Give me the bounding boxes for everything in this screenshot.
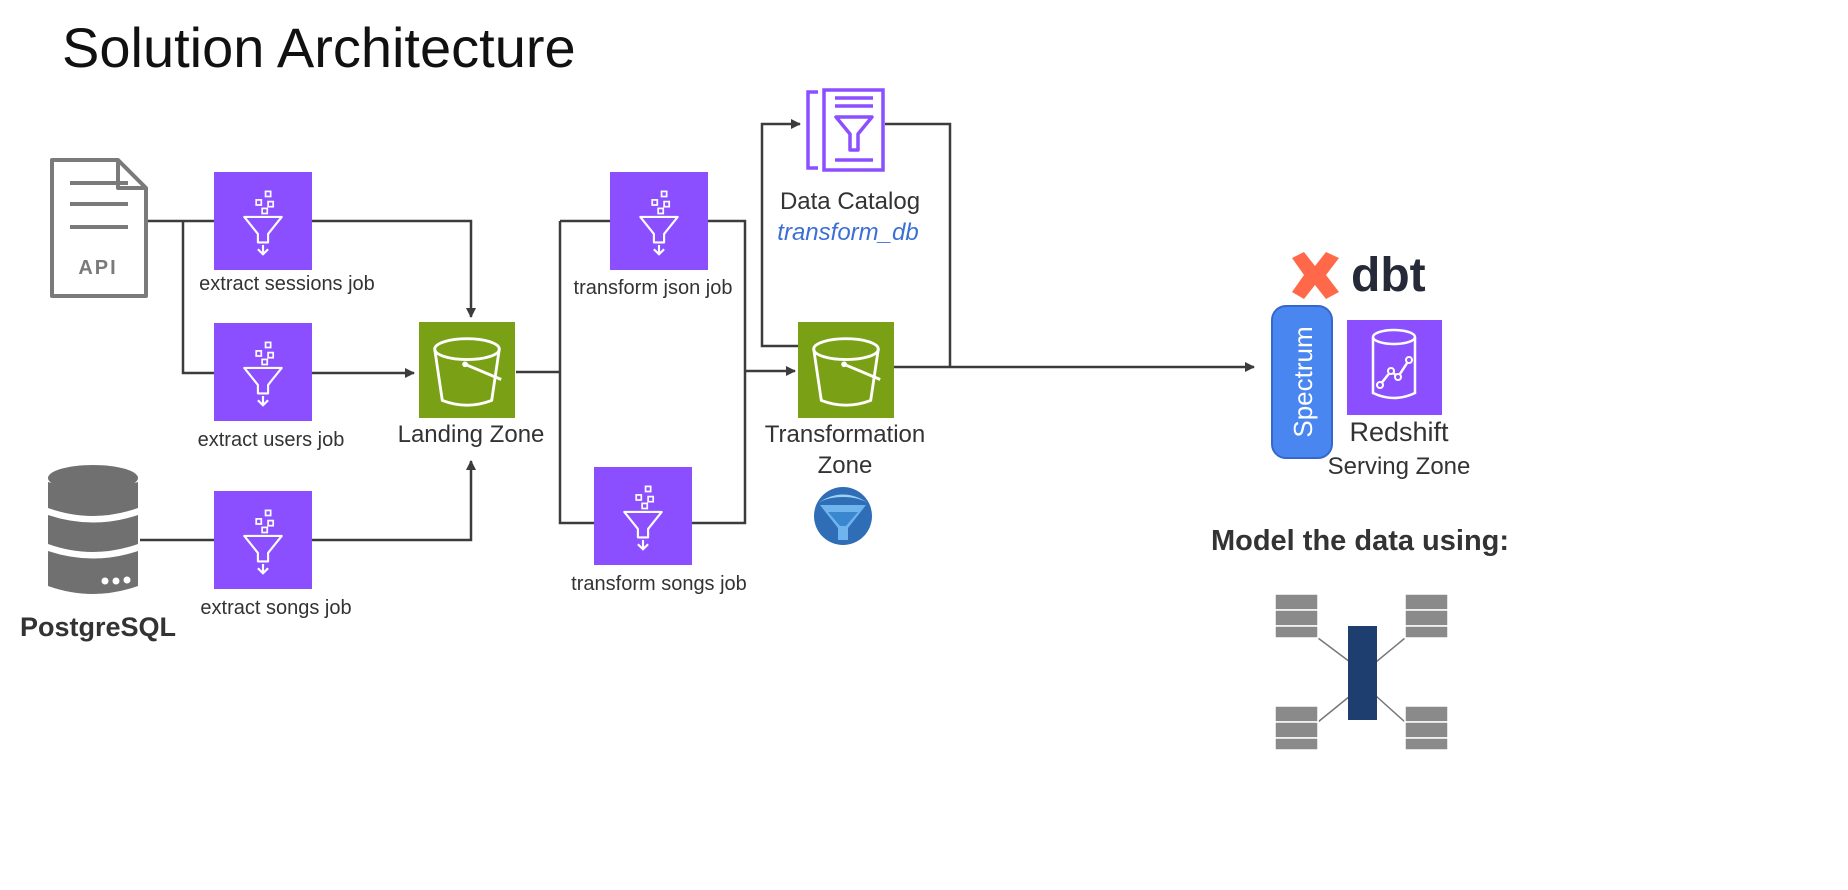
extract-users-label: extract users job: [198, 429, 345, 451]
catalog-title: Data Catalog: [780, 188, 920, 215]
catalog-database: transform_db: [777, 219, 918, 246]
job-extract-users: [214, 323, 312, 421]
catalog-funnel-icon: [806, 88, 885, 172]
api-label: API: [78, 257, 117, 279]
redshift-icon: [1347, 320, 1442, 415]
extract-sessions-label: extract sessions job: [199, 273, 375, 295]
serving-zone-label: Serving Zone: [1328, 453, 1471, 480]
job-extract-sessions: [214, 172, 312, 270]
postgres-label: PostgreSQL: [20, 612, 176, 642]
database-icon: [48, 465, 138, 594]
transform-songs-label: transform songs job: [571, 573, 747, 595]
transform-json-label: transform json job: [574, 277, 733, 299]
connector-transformation-catalog: [760, 119, 801, 348]
connector-songs-landing: [312, 460, 476, 542]
connectors: [140, 119, 1255, 542]
landing-zone-label: Landing Zone: [398, 421, 545, 448]
star-schema-icon: [1274, 593, 1449, 751]
job-transform-json: [610, 172, 708, 270]
landing-zone-bucket: [419, 322, 515, 418]
transformation-zone-bucket: [798, 322, 894, 418]
extract-songs-label: extract songs job: [200, 597, 351, 619]
model-note: Model the data using:: [1211, 525, 1509, 557]
athena-icon: [814, 487, 872, 545]
connector-api-users: [181, 221, 214, 375]
connector-landing-songsjob: [558, 221, 594, 525]
dbt-logo-text: dbt: [1351, 249, 1426, 302]
spectrum-badge: Spectrum: [1271, 305, 1333, 459]
spectrum-label: Spectrum: [1288, 326, 1318, 437]
page-title: Solution Architecture: [62, 16, 576, 79]
job-transform-songs: [594, 467, 692, 565]
connector-sessions-landing: [312, 219, 476, 318]
transformation-zone-label-1: Transformation: [765, 421, 926, 448]
document-icon: API: [50, 158, 148, 298]
redshift-label: Redshift: [1349, 417, 1449, 447]
connector-catalog-output: [885, 122, 952, 366]
transformation-zone-label-2: Zone: [818, 452, 873, 479]
job-extract-songs: [214, 491, 312, 589]
dbt-logo-icon: dbt: [1292, 249, 1426, 302]
